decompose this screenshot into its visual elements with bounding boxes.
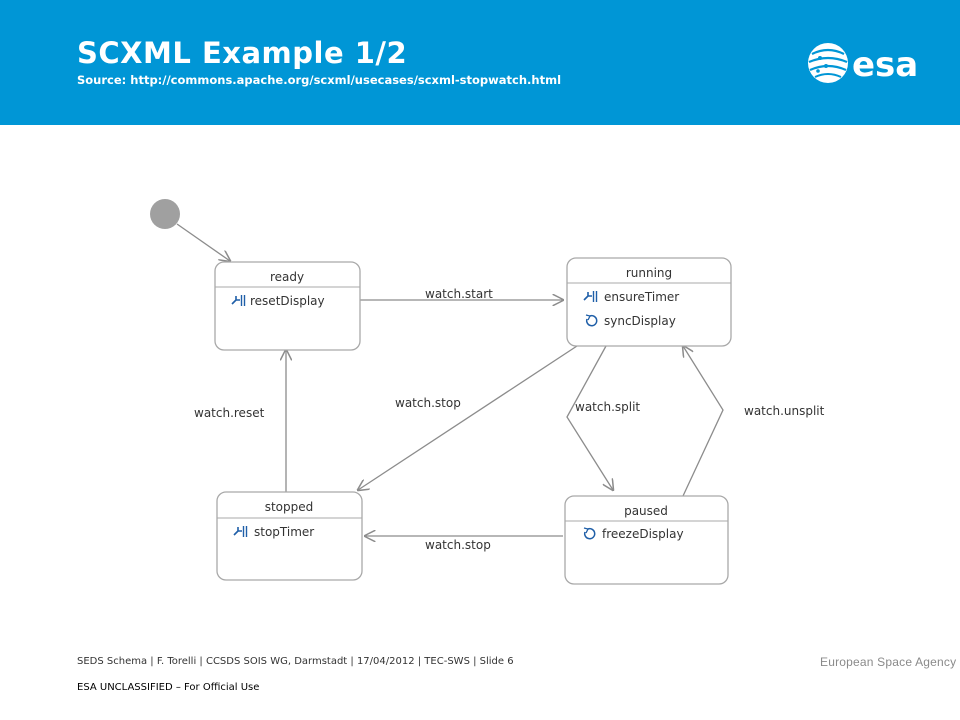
state-stopped: stopped stopTimer — [216, 491, 363, 581]
slide-source: Source: http://commons.apache.org/scxml/… — [77, 73, 562, 87]
action-label: freezeDisplay — [602, 527, 684, 541]
entry-action-icon — [583, 291, 598, 302]
action-label: stopTimer — [254, 525, 314, 539]
label-watch-start: watch.start — [425, 287, 493, 301]
transition-watch-split-arrow — [566, 345, 613, 490]
state-running: running ensureTimer syncDisplay — [566, 257, 732, 347]
initial-state — [150, 199, 180, 229]
transition-watch-unsplit-arrow — [683, 346, 724, 497]
classification-label: ESA UNCLASSIFIED – For Official Use — [77, 682, 260, 693]
action-label: ensureTimer — [604, 290, 679, 304]
state-name: ready — [270, 270, 304, 284]
esa-logo: esa — [808, 43, 918, 85]
entry-action-icon — [233, 526, 248, 537]
title-banner: SCXML Example 1/2 Source: http://commons… — [0, 0, 960, 125]
action-label: syncDisplay — [604, 314, 676, 328]
label-watch-split: watch.split — [575, 400, 640, 414]
state-name: paused — [624, 504, 668, 518]
esa-logo-text: esa — [852, 45, 918, 85]
label-watch-unsplit: watch.unsplit — [744, 404, 825, 418]
label-watch-reset: watch.reset — [194, 406, 265, 420]
entry-action-icon — [231, 295, 246, 306]
loop-action-icon — [585, 314, 598, 327]
action-label: resetDisplay — [250, 294, 325, 308]
state-name: running — [626, 266, 672, 280]
agency-name: European Space Agency — [820, 655, 957, 669]
transition-watch-stop-running-arrow — [358, 345, 578, 490]
state-paused: paused freezeDisplay — [564, 495, 729, 585]
slide-footer: SEDS Schema | F. Torelli | CCSDS SOIS WG… — [77, 656, 514, 667]
state-ready: ready resetDisplay — [214, 261, 361, 351]
label-watch-stop-paused: watch.stop — [425, 538, 491, 552]
state-name: stopped — [265, 500, 314, 514]
loop-action-icon — [583, 527, 596, 540]
esa-globe-icon — [808, 43, 848, 83]
slide-title: SCXML Example 1/2 — [77, 36, 408, 70]
initial-transition-arrow — [176, 223, 230, 261]
label-watch-stop-running: watch.stop — [395, 396, 461, 410]
stopwatch-state-diagram: watch.start watch.stop watch.split watch… — [150, 199, 825, 585]
